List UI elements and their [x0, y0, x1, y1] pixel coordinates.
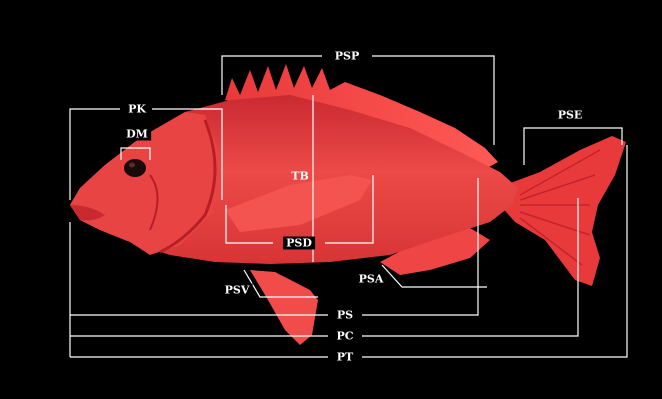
label-pt: PT	[334, 351, 356, 364]
label-pse: PSE	[555, 109, 586, 122]
label-pc: PC	[333, 330, 356, 343]
label-tb: TB	[288, 170, 311, 183]
label-psv: PSV	[222, 284, 253, 297]
label-psp: PSP	[332, 50, 363, 63]
label-dm: DM	[123, 128, 151, 141]
label-psa: PSA	[356, 273, 387, 286]
caudal-fin	[500, 136, 626, 286]
pelvic-fin	[250, 270, 318, 345]
label-pk: PK	[125, 103, 149, 116]
label-psd: PSD	[283, 237, 315, 250]
fish-eye	[124, 159, 146, 177]
label-ps: PS	[334, 309, 356, 322]
